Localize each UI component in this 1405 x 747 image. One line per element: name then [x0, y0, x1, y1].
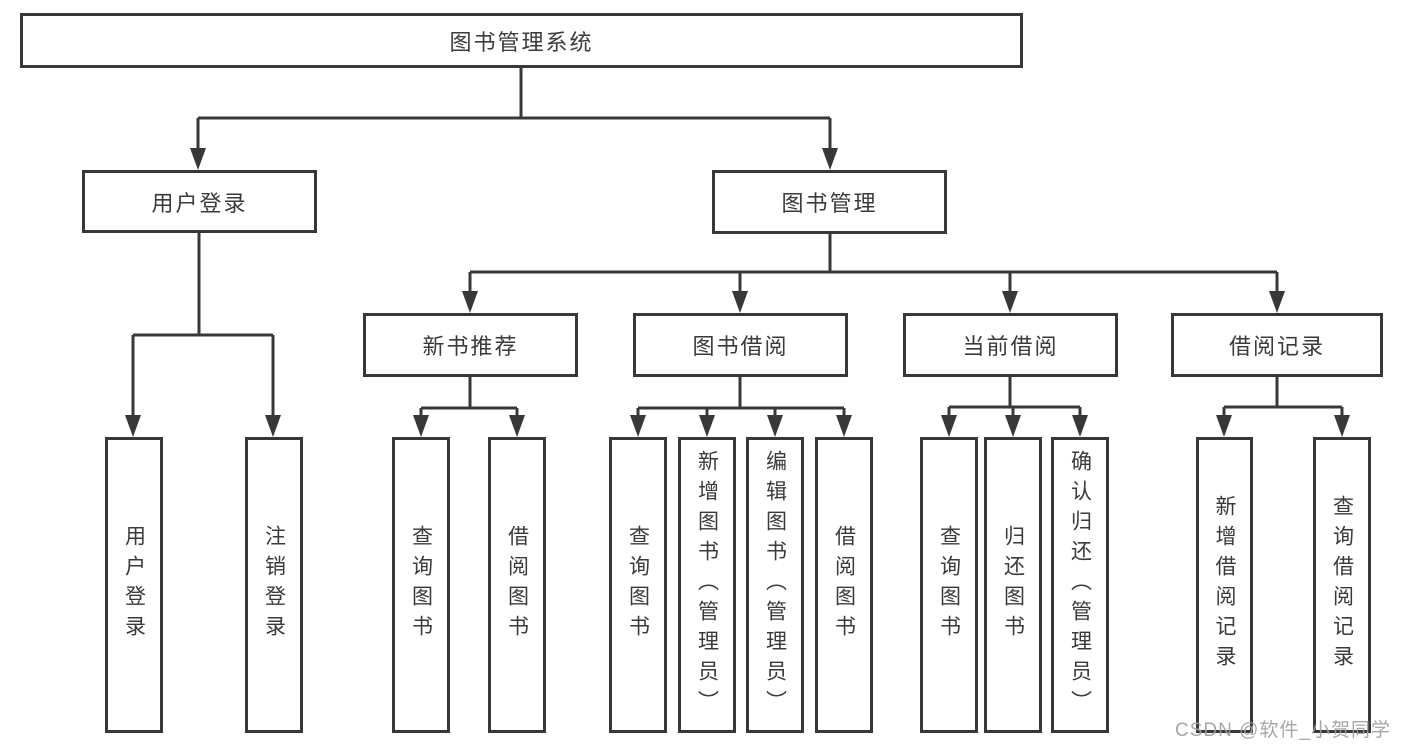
leaf-borrow-books: 借阅图书: [815, 437, 873, 733]
leaf-borrow-books-recommend: 借阅图书: [488, 437, 546, 733]
leaf-add-borrow-record-label: 新增借阅记录: [1213, 495, 1236, 675]
leaf-query-books-current-label: 查询图书: [937, 525, 961, 645]
node-book-borrowing: 图书借阅: [633, 313, 848, 377]
node-current-borrowing: 当前借阅: [903, 313, 1118, 377]
leaf-confirm-return-admin-label: 确认归还（管理员）: [1068, 450, 1092, 720]
node-root: 图书管理系统: [20, 13, 1023, 68]
leaf-edit-books-admin: 编辑图书（管理员）: [746, 437, 804, 733]
leaf-add-books-admin-label: 新增图书（管理员）: [695, 450, 719, 720]
node-new-book-recommendation-label: 新书推荐: [422, 334, 519, 359]
leaf-user-login: 用户登录: [105, 437, 163, 733]
leaf-edit-books-admin-label: 编辑图书（管理员）: [763, 450, 787, 720]
leaf-query-books-recommend-label: 查询图书: [409, 525, 433, 645]
node-user-login-label: 用户登录: [151, 190, 248, 216]
leaf-query-books-borrow-label: 查询图书: [626, 525, 650, 645]
leaf-return-books-label: 归还图书: [1001, 525, 1025, 645]
node-root-label: 图书管理系统: [449, 29, 594, 55]
node-book-borrowing-label: 图书借阅: [692, 334, 789, 359]
node-user-login: 用户登录: [82, 170, 317, 233]
leaf-query-books-borrow: 查询图书: [609, 437, 667, 733]
node-current-borrowing-label: 当前借阅: [962, 334, 1059, 359]
leaf-return-books: 归还图书: [984, 437, 1042, 733]
leaf-query-borrow-record: 查询借阅记录: [1313, 437, 1371, 733]
leaf-borrow-books-label: 借阅图书: [832, 525, 856, 645]
node-book-management: 图书管理: [712, 170, 947, 234]
node-book-management-label: 图书管理: [781, 191, 878, 216]
leaf-user-login-label: 用户登录: [122, 525, 146, 645]
leaf-query-books-recommend: 查询图书: [392, 437, 450, 733]
node-borrowing-records-label: 借阅记录: [1228, 334, 1325, 359]
node-new-book-recommendation: 新书推荐: [363, 313, 578, 377]
leaf-query-books-current: 查询图书: [920, 437, 978, 733]
leaf-confirm-return-admin: 确认归还（管理员）: [1051, 437, 1109, 733]
leaf-add-books-admin: 新增图书（管理员）: [678, 437, 736, 733]
leaf-logout: 注销登录: [245, 437, 303, 733]
watermark: CSDN @软件_小贺同学: [1175, 720, 1391, 741]
leaf-query-borrow-record-label: 查询借阅记录: [1330, 495, 1354, 675]
leaf-borrow-books-recommend-label: 借阅图书: [505, 525, 529, 645]
leaf-add-borrow-record: 新增借阅记录: [1196, 437, 1253, 733]
leaf-logout-label: 注销登录: [262, 525, 286, 645]
node-borrowing-records: 借阅记录: [1171, 313, 1383, 377]
